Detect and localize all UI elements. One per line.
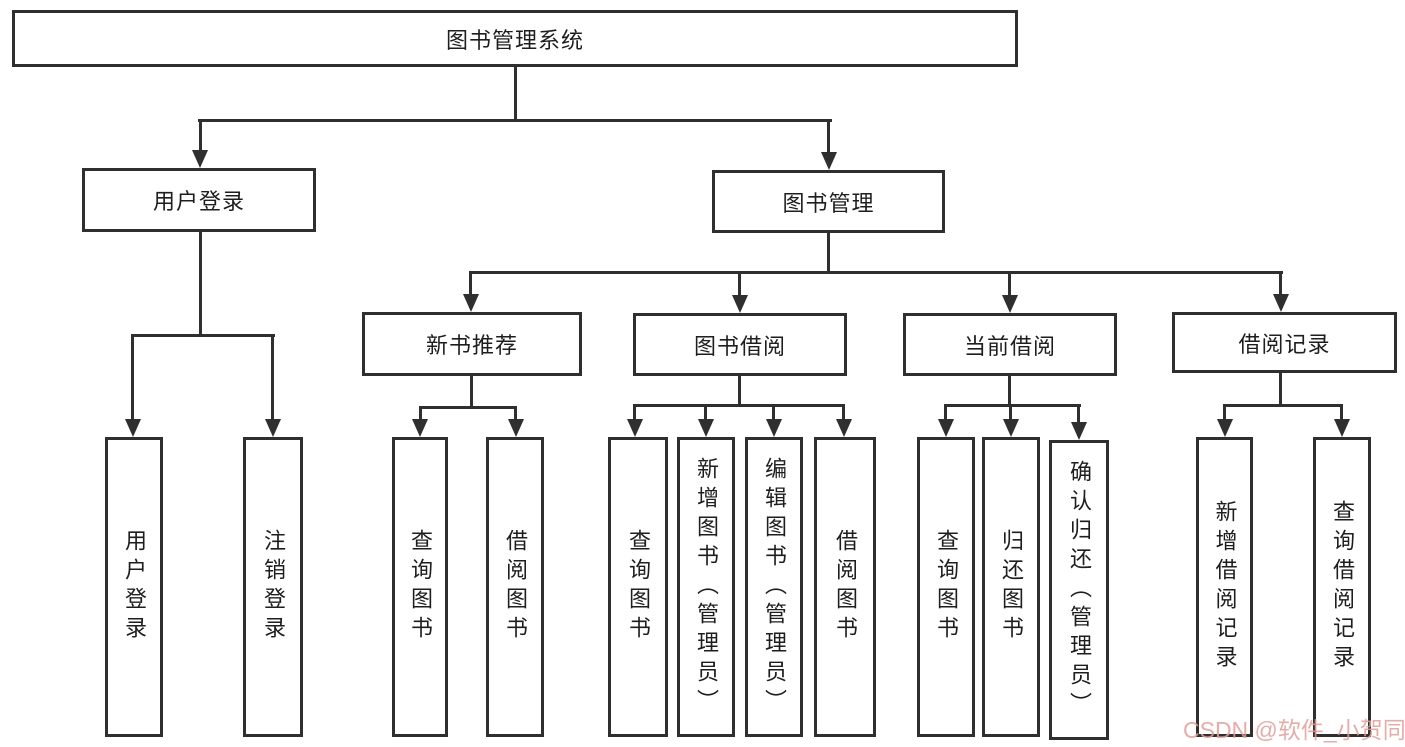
leaf-user-login: 用户登录 <box>105 437 163 737</box>
leaf-borrow-query-books: 查询图书 <box>608 437 668 737</box>
leaf-current-confirm-return-admin: 确认归还（管理员） <box>1049 440 1109 740</box>
connector-newbook-stem <box>470 376 473 409</box>
node-root: 图书管理系统 <box>12 10 1018 67</box>
connector-arrow-shaft <box>514 406 517 421</box>
leaf-borrow-edit-books-admin-label: 编辑图书（管理员） <box>762 456 787 718</box>
leaf-records-query-record-label: 查询借阅记录 <box>1330 500 1355 674</box>
connector-arrow-shaft <box>1223 404 1226 421</box>
leaf-current-return-books: 归还图书 <box>982 437 1040 737</box>
arrowhead-icon <box>836 419 852 437</box>
connector-arrow-shaft <box>1008 271 1011 297</box>
node-borrow-records-label: 借阅记录 <box>1238 331 1331 357</box>
arrowhead-icon <box>125 419 141 437</box>
connector-arrow-shaft <box>199 119 202 153</box>
connector-current-bus <box>944 404 1081 407</box>
connector-arrow-shaft <box>704 404 707 421</box>
leaf-user-login-label: 用户登录 <box>122 529 147 645</box>
arrowhead-icon <box>265 419 281 437</box>
connector-root-stem <box>514 66 517 122</box>
leaf-logout: 注销登录 <box>243 437 303 737</box>
connector-records-stem <box>1279 373 1282 407</box>
arrowhead-icon <box>1071 422 1087 440</box>
leaf-current-query-books: 查询图书 <box>917 437 975 737</box>
node-borrow-records: 借阅记录 <box>1172 312 1397 373</box>
arrowhead-icon <box>732 295 748 313</box>
arrowhead-icon <box>766 419 782 437</box>
node-new-book-recommend-label: 新书推荐 <box>425 333 518 358</box>
connector-arrow-shaft <box>827 119 830 155</box>
arrowhead-icon <box>508 419 524 437</box>
arrowhead-icon <box>463 294 479 312</box>
connector-arrow-shaft <box>1279 271 1282 296</box>
connector-arrow-shaft <box>1009 404 1012 421</box>
connector-borrow-stem <box>738 376 741 407</box>
node-current-borrow: 当前借阅 <box>903 313 1117 376</box>
arrowhead-icon <box>1273 294 1289 312</box>
node-new-book-recommend: 新书推荐 <box>362 312 582 376</box>
node-book-borrow-label: 图书借阅 <box>693 333 786 359</box>
node-root-label: 图书管理系统 <box>445 27 584 53</box>
connector-arrow-shaft <box>772 404 775 421</box>
connector-newbook-bus <box>419 406 517 409</box>
arrowhead-icon <box>412 419 428 437</box>
leaf-borrow-borrow-books: 借阅图书 <box>814 437 876 737</box>
leaf-logout-label: 注销登录 <box>261 529 286 645</box>
node-user-login-label: 用户登录 <box>152 189 245 214</box>
connector-arrow-shaft <box>469 271 472 296</box>
leaf-newbook-query-books-label: 查询图书 <box>408 529 433 645</box>
csdn-watermark: CSDN @软件_小贺同学 <box>1183 717 1405 743</box>
leaf-records-query-record: 查询借阅记录 <box>1313 437 1371 737</box>
connector-arrow-shaft <box>131 334 134 421</box>
node-user-login: 用户登录 <box>82 168 316 232</box>
arrowhead-icon <box>1002 295 1018 313</box>
connector-arrow-shaft <box>633 404 636 421</box>
leaf-records-add-record-label: 新增借阅记录 <box>1212 500 1238 674</box>
node-book-borrow: 图书借阅 <box>633 313 847 376</box>
node-book-management: 图书管理 <box>712 170 945 233</box>
arrowhead-icon <box>1217 419 1233 437</box>
arrowhead-icon <box>821 152 837 170</box>
leaf-current-query-books-label: 查询图书 <box>934 529 959 645</box>
leaf-records-add-record: 新增借阅记录 <box>1196 437 1253 737</box>
connector-login-bus <box>131 334 275 337</box>
arrowhead-icon <box>1003 419 1019 437</box>
connector-arrow-shaft <box>1077 404 1080 424</box>
leaf-newbook-borrow-books: 借阅图书 <box>486 437 544 737</box>
leaf-borrow-edit-books-admin: 编辑图书（管理员） <box>745 437 803 737</box>
connector-login-stem <box>199 232 202 336</box>
connector-borrow-bus <box>634 404 845 407</box>
leaf-borrow-add-books-admin: 新增图书（管理员） <box>677 437 735 737</box>
connector-arrow-shaft <box>738 271 741 297</box>
connector-root-bus <box>198 119 832 122</box>
arrowhead-icon <box>938 419 954 437</box>
connector-records-bus <box>1223 404 1343 407</box>
leaf-borrow-query-books-label: 查询图书 <box>626 529 651 645</box>
connector-arrow-shaft <box>944 404 947 421</box>
connector-arrow-shaft <box>1340 404 1343 421</box>
arrowhead-icon <box>192 150 208 168</box>
connector-arrow-shaft <box>271 334 274 421</box>
node-book-management-label: 图书管理 <box>782 190 875 216</box>
node-current-borrow-label: 当前借阅 <box>963 333 1056 359</box>
connector-mgmt-bus <box>469 271 1283 274</box>
leaf-newbook-borrow-books-label: 借阅图书 <box>503 529 528 645</box>
connector-arrow-shaft <box>419 406 422 421</box>
leaf-borrow-add-books-admin-label: 新增图书（管理员） <box>694 456 719 718</box>
connector-arrow-shaft <box>842 404 845 421</box>
leaf-current-confirm-return-admin-label: 确认归还（管理员） <box>1067 459 1092 721</box>
leaf-borrow-borrow-books-label: 借阅图书 <box>833 529 858 645</box>
arrowhead-icon <box>698 419 714 437</box>
leaf-newbook-query-books: 查询图书 <box>392 437 448 737</box>
arrowhead-icon <box>1334 419 1350 437</box>
connector-current-stem <box>1008 376 1011 407</box>
connector-mgmt-stem <box>827 233 830 274</box>
leaf-current-return-books-label: 归还图书 <box>999 529 1024 645</box>
arrowhead-icon <box>627 419 643 437</box>
